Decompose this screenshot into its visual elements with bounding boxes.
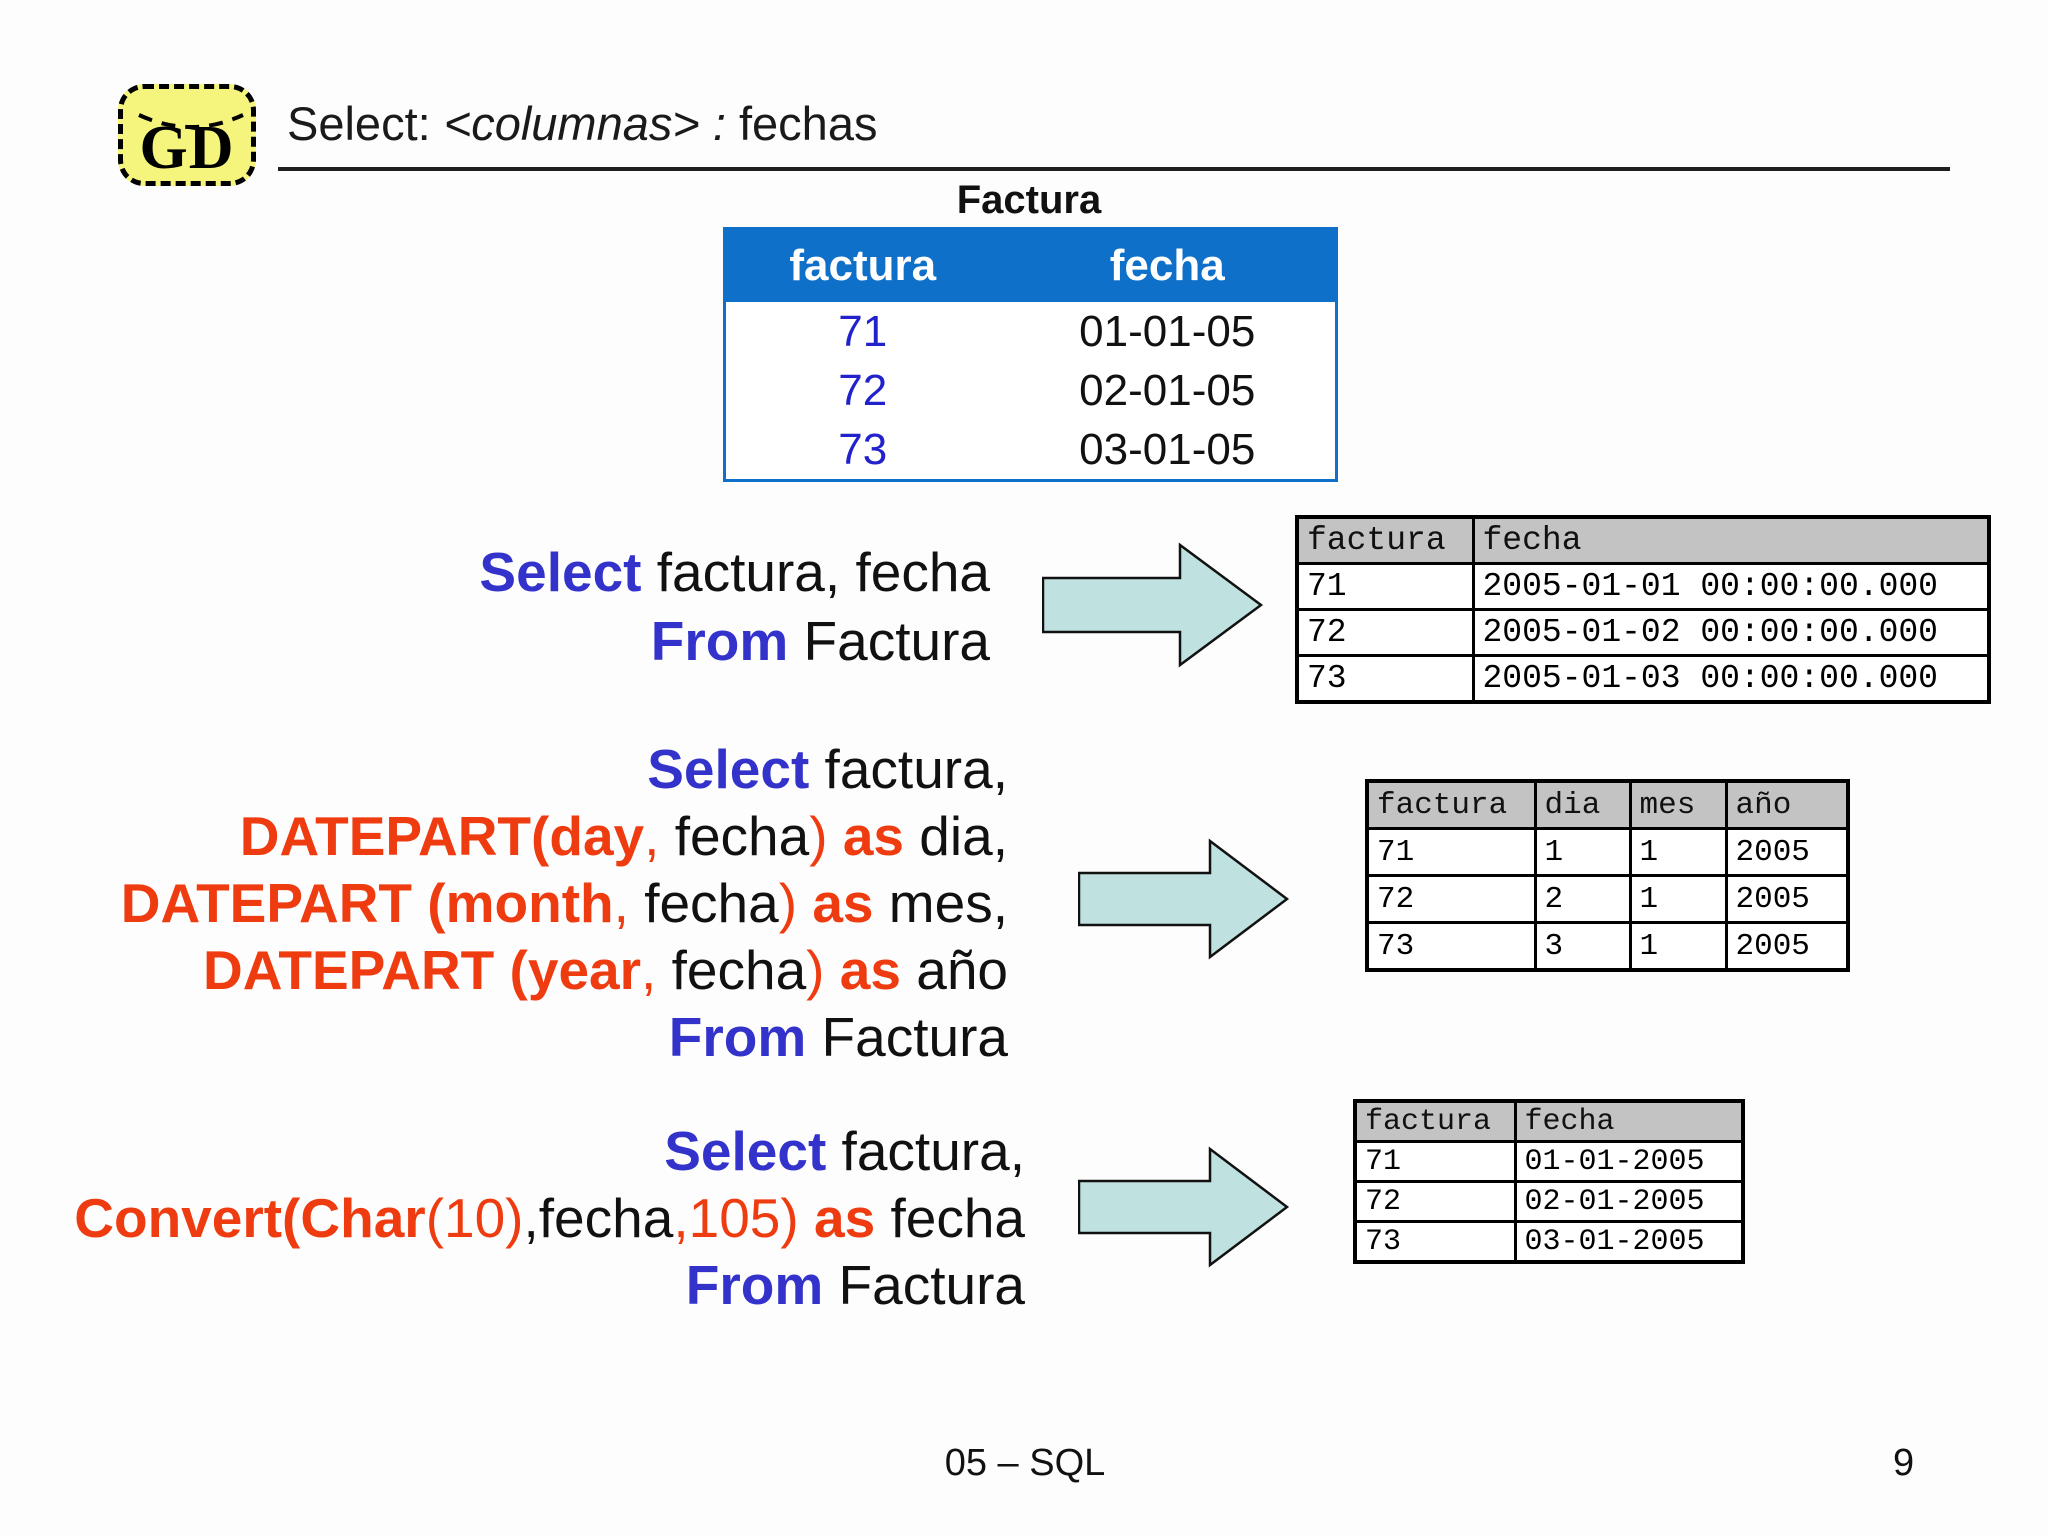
table-cell: 1 [1628,827,1728,877]
table-cell: 2005 [1724,921,1850,972]
title-italic: <columnas> : [443,97,726,150]
table-cell: 71 [1365,827,1537,877]
table-cell: 73 [1353,1220,1517,1264]
footer-page-number: 9 [1893,1442,1915,1484]
table-cell: 72 [1365,874,1537,924]
table-row: 72 02-01-05 [725,361,1337,420]
sql-line: From Factura [668,1006,1008,1068]
sql-line: From Factura [685,1254,1025,1316]
table-cell: 2 [1533,874,1632,924]
sql-line: Select factura, [647,738,1008,800]
table-cell: 2005-01-03 00:00:00.000 [1471,654,1991,704]
table-cell: 01-01-05 [1079,306,1256,356]
logo-text: GD [139,114,235,182]
table-row: 73 03-01-05 [725,420,1337,481]
table-cell: 73 [838,424,888,474]
column-header: factura [1353,1099,1517,1143]
table-cell: 71 [1353,1140,1517,1183]
table-row: 71 01-01-05 [725,302,1337,361]
source-table-title: Factura [956,178,1102,222]
cylinder-arc-icon [138,113,244,129]
table-cell: 71 [838,306,888,356]
sql-line: DATEPART (year, fecha) as año [203,939,1008,1001]
title-suffix: fechas [725,97,878,150]
sql-line: DATEPART(day, fecha) as dia, [239,805,1008,867]
column-header: fecha [999,228,1337,302]
table-cell: 1 [1533,827,1632,877]
table-cell: 02-01-05 [1079,365,1256,415]
sql-query-2: Select factura,DATEPART(day, fecha) as d… [38,736,1008,1071]
table-cell: 03-01-05 [1079,424,1256,474]
gd-logo-icon: GD [118,84,256,186]
sql-line: From Factura [650,610,990,672]
sql-line: DATEPART (month, fecha) as mes, [120,872,1008,934]
table-cell: 73 [1365,921,1537,972]
title-prefix: Select: [287,97,444,150]
table-cell: 01-01-2005 [1513,1140,1745,1183]
result-arrow-icon [1077,1146,1290,1273]
sql-line: Convert(Char(10),fecha,105) as fecha [74,1187,1025,1249]
footer-course-label: 05 – SQL [944,1442,1106,1484]
sql-query-3: Select factura,Convert(Char(10),fecha,10… [55,1118,1025,1319]
table-cell: 02-01-2005 [1513,1180,1745,1223]
table-cell: 72 [838,365,888,415]
table-cell: 73 [1295,654,1475,704]
column-header: factura [1295,515,1475,565]
column-header: fecha [1471,515,1991,565]
sql-line: Select factura, [664,1120,1025,1182]
table-cell: 72 [1295,608,1475,657]
column-header: factura [724,228,1000,302]
sql-line: Select factura, fecha [479,541,990,603]
page-title: Select: <columnas> : fechas [287,96,877,151]
result-arrow-icon [1041,542,1264,673]
column-header: mes [1628,779,1728,830]
title-underline [278,167,1950,171]
table-cell: 3 [1533,921,1632,972]
table-cell: 1 [1628,874,1728,924]
column-header: dia [1533,779,1632,830]
table-cell: 2005-01-01 00:00:00.000 [1471,562,1991,611]
table-cell: 72 [1353,1180,1517,1223]
table-cell: 71 [1295,562,1475,611]
result-arrow-icon [1077,838,1290,965]
table-cell: 2005-01-02 00:00:00.000 [1471,608,1991,657]
column-header: fecha [1513,1099,1745,1143]
column-header: factura [1365,779,1537,830]
table-cell: 1 [1628,921,1728,972]
table-cell: 03-01-2005 [1513,1220,1745,1264]
table-cell: 2005 [1724,874,1850,924]
table-cell: 2005 [1724,827,1850,877]
column-header: año [1724,779,1850,830]
